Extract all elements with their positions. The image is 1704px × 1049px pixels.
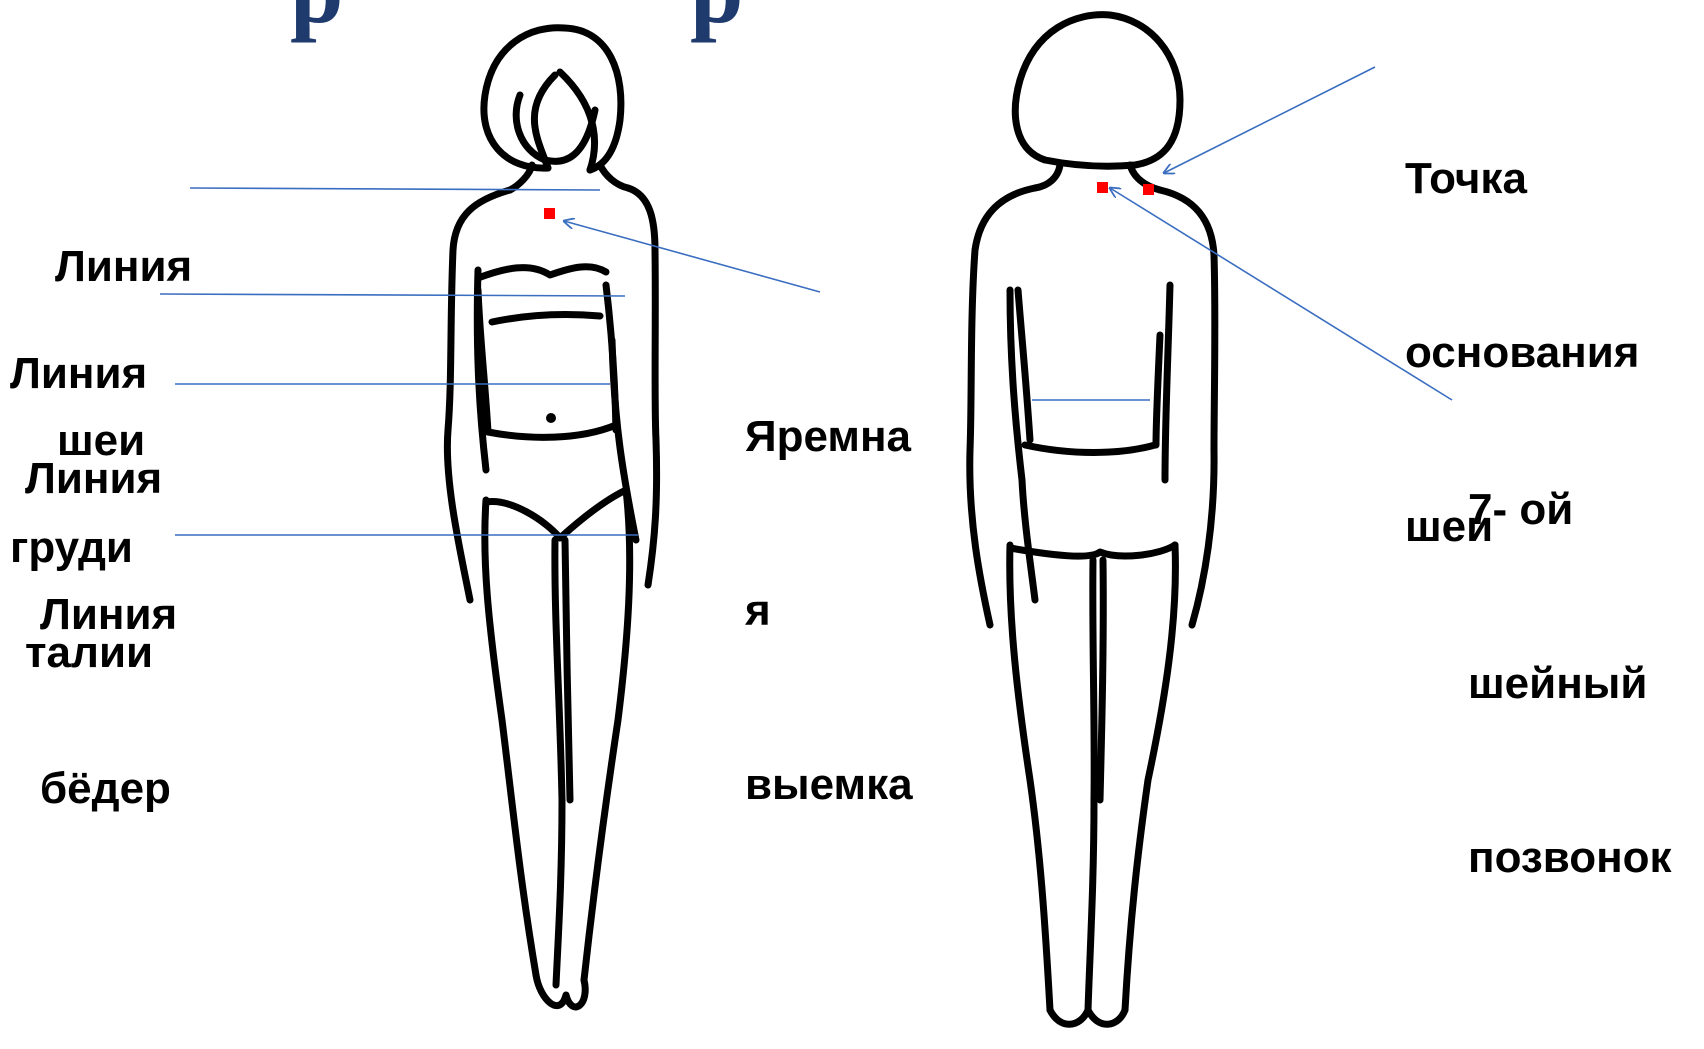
back-torso-left — [1018, 290, 1030, 440]
front-briefs-top — [488, 425, 616, 437]
back-right-leg-outer — [1125, 545, 1175, 1010]
front-neck-right — [600, 165, 628, 188]
back-feet — [1050, 1010, 1125, 1024]
jugular-notch-arrow — [564, 221, 820, 292]
front-neck-left — [510, 165, 532, 190]
jugular-notch-marker — [544, 208, 555, 219]
back-left-leg-inner — [1088, 560, 1094, 1010]
neck-base-marker — [1143, 184, 1154, 195]
neck-line-leader — [190, 188, 600, 190]
front-left-leg-outer — [485, 500, 536, 975]
front-right-leg-inner — [565, 540, 570, 800]
front-bra-top — [478, 267, 606, 278]
back-left-leg-outer — [1010, 545, 1050, 1010]
front-right-leg-outer — [584, 490, 630, 980]
bust-line-leader — [160, 294, 625, 296]
front-bra-bottom — [492, 314, 600, 322]
back-torso-right — [1156, 335, 1160, 445]
jugular-notch-label: Яремна я выемка — [745, 292, 913, 930]
back-hair — [1015, 15, 1180, 167]
front-left-leg-inner — [555, 540, 562, 985]
front-hair-outline — [484, 28, 621, 170]
back-briefs-bottom — [1010, 545, 1175, 556]
seventh-vertebra-label: 7- ой шейный позвонок — [1468, 365, 1672, 1003]
neck-base-arrow — [1164, 67, 1375, 173]
back-right-arm-inner — [1165, 285, 1170, 480]
front-feet — [536, 975, 585, 1007]
front-figure — [447, 28, 656, 1007]
front-torso-right — [606, 285, 616, 430]
seventh-vertebra-marker — [1097, 182, 1108, 193]
back-neck-left — [1035, 165, 1060, 188]
hip-line-label: Линия бёдер — [40, 470, 177, 934]
back-right-leg-inner — [1100, 560, 1103, 800]
front-briefs-leg — [486, 490, 626, 538]
front-navel — [546, 413, 556, 423]
back-briefs-top — [1025, 445, 1155, 453]
